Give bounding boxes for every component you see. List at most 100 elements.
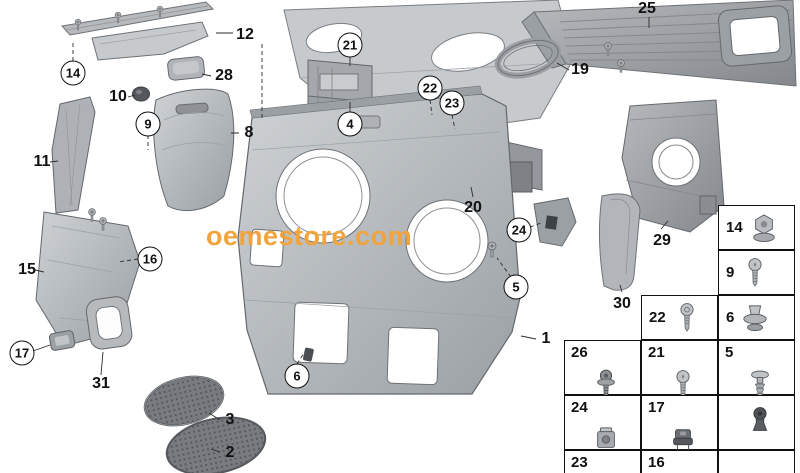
callout-4: 4 xyxy=(337,111,363,137)
part-mount-panel xyxy=(621,99,725,233)
callout-label: 23 xyxy=(444,95,460,111)
fastener-number: 23 xyxy=(571,454,588,471)
fastener-cell-22: 22 xyxy=(641,295,718,340)
part-small-bracket xyxy=(533,197,577,247)
callout-label: 24 xyxy=(511,222,527,238)
fastener-cell-9: 9 xyxy=(718,250,795,295)
callout-11: 11 xyxy=(34,153,51,171)
part-side-trim xyxy=(598,193,641,291)
fastener-number: 22 xyxy=(649,309,666,326)
callout-label: 20 xyxy=(464,199,482,216)
part-bezel xyxy=(85,296,133,350)
watermark: oemestore.com xyxy=(206,221,413,251)
fastener-number: 5 xyxy=(725,344,734,361)
callout-label: 6 xyxy=(293,368,301,384)
fastener-number: 21 xyxy=(648,344,665,361)
callout-8: 8 xyxy=(245,124,254,142)
callout-label: 21 xyxy=(342,37,358,53)
callout-label: 25 xyxy=(638,0,656,17)
callout-2: 2 xyxy=(226,444,235,462)
part-towing-eye-frame xyxy=(718,5,792,67)
callout-12: 12 xyxy=(236,26,254,44)
callout-label: 8 xyxy=(244,124,254,141)
plastic-rivet-icon xyxy=(750,370,769,398)
callout-label: 5 xyxy=(512,279,520,295)
callout-6: 6 xyxy=(284,363,310,389)
callout-label: 31 xyxy=(92,375,110,392)
expansion-rivet-icon xyxy=(752,407,767,431)
leader-lines xyxy=(32,17,669,453)
fastener-cell-16: 16 xyxy=(641,450,718,473)
fastener-cell-26: 26 xyxy=(564,340,641,399)
callout-19: 19 xyxy=(571,61,589,79)
callout-label: 17 xyxy=(14,345,30,361)
part-oval-seal-ring xyxy=(494,37,562,79)
part-pillar-trim xyxy=(51,96,96,214)
fastener-cell-6: 6 xyxy=(718,295,795,340)
callout-label: 9 xyxy=(144,116,152,132)
callout-15: 15 xyxy=(18,261,36,279)
callout-9: 9 xyxy=(135,111,161,137)
callout-label: 29 xyxy=(653,232,671,249)
part-upper-trim xyxy=(91,21,209,61)
callout-label: 2 xyxy=(225,444,235,461)
fastener-cell-24: 24 xyxy=(564,395,641,450)
callout-label: 15 xyxy=(18,261,36,278)
callout-21: 21 xyxy=(337,32,363,58)
flange-nut-icon xyxy=(752,213,775,242)
callout-label: 28 xyxy=(215,67,233,84)
callout-17: 17 xyxy=(9,340,35,366)
part-cover-cap xyxy=(167,56,205,81)
fastener-number: 26 xyxy=(571,344,588,361)
callout-29: 29 xyxy=(653,232,671,250)
fastener-cell-21: 21 xyxy=(641,340,718,399)
callout-label: 16 xyxy=(142,251,158,267)
callout-25: 25 xyxy=(638,0,656,18)
callout-label: 12 xyxy=(236,26,254,43)
callout-10: 10 xyxy=(109,88,127,106)
callout-14: 14 xyxy=(60,60,86,86)
part-round-cap xyxy=(132,86,150,102)
callout-label: 1 xyxy=(541,330,551,347)
callout-label: 10 xyxy=(109,88,127,105)
callout-3: 3 xyxy=(226,411,235,429)
clip-nut-icon xyxy=(596,427,615,448)
fastener-cell-23: 23 xyxy=(564,450,641,473)
callout-22: 22 xyxy=(417,75,443,101)
callout-28: 28 xyxy=(215,67,233,85)
fastener-cell-blank xyxy=(718,450,795,473)
callout-label: 30 xyxy=(613,295,631,312)
callout-label: 3 xyxy=(225,411,235,428)
callout-30: 30 xyxy=(613,295,631,313)
callout-5: 5 xyxy=(503,274,529,300)
fastener-number: 14 xyxy=(726,219,743,236)
torx-screw-icon xyxy=(675,370,690,399)
callout-20: 20 xyxy=(464,199,482,217)
callout-label: 11 xyxy=(33,153,51,170)
callout-label: 22 xyxy=(422,80,438,96)
fastener-cell-14: 14 xyxy=(718,205,795,250)
fastener-number: 9 xyxy=(726,264,735,281)
fastener-number: 6 xyxy=(726,309,735,326)
fastener-number: 24 xyxy=(571,399,588,416)
fastener-cell-rivet xyxy=(718,395,795,450)
fastener-cell-17: 17 xyxy=(641,395,718,451)
part-grommet-bracket xyxy=(48,330,76,351)
torx-screw-icon xyxy=(748,257,762,287)
callout-24: 24 xyxy=(506,217,532,243)
speed-clip-icon xyxy=(672,429,693,451)
part-quarter-trim xyxy=(153,88,235,212)
callout-23: 23 xyxy=(439,90,465,116)
part-speaker-grille-large xyxy=(165,416,267,473)
fastener-number: 17 xyxy=(648,399,665,416)
callout-16: 16 xyxy=(137,246,163,272)
part-speaker-grille-small xyxy=(143,375,225,427)
torx-screw-icon xyxy=(680,302,694,332)
callout-label: 14 xyxy=(65,65,81,81)
callout-31: 31 xyxy=(92,375,110,393)
callout-label: 19 xyxy=(571,61,589,78)
washer-screw-icon xyxy=(596,369,615,399)
callout-label: 4 xyxy=(346,116,354,132)
